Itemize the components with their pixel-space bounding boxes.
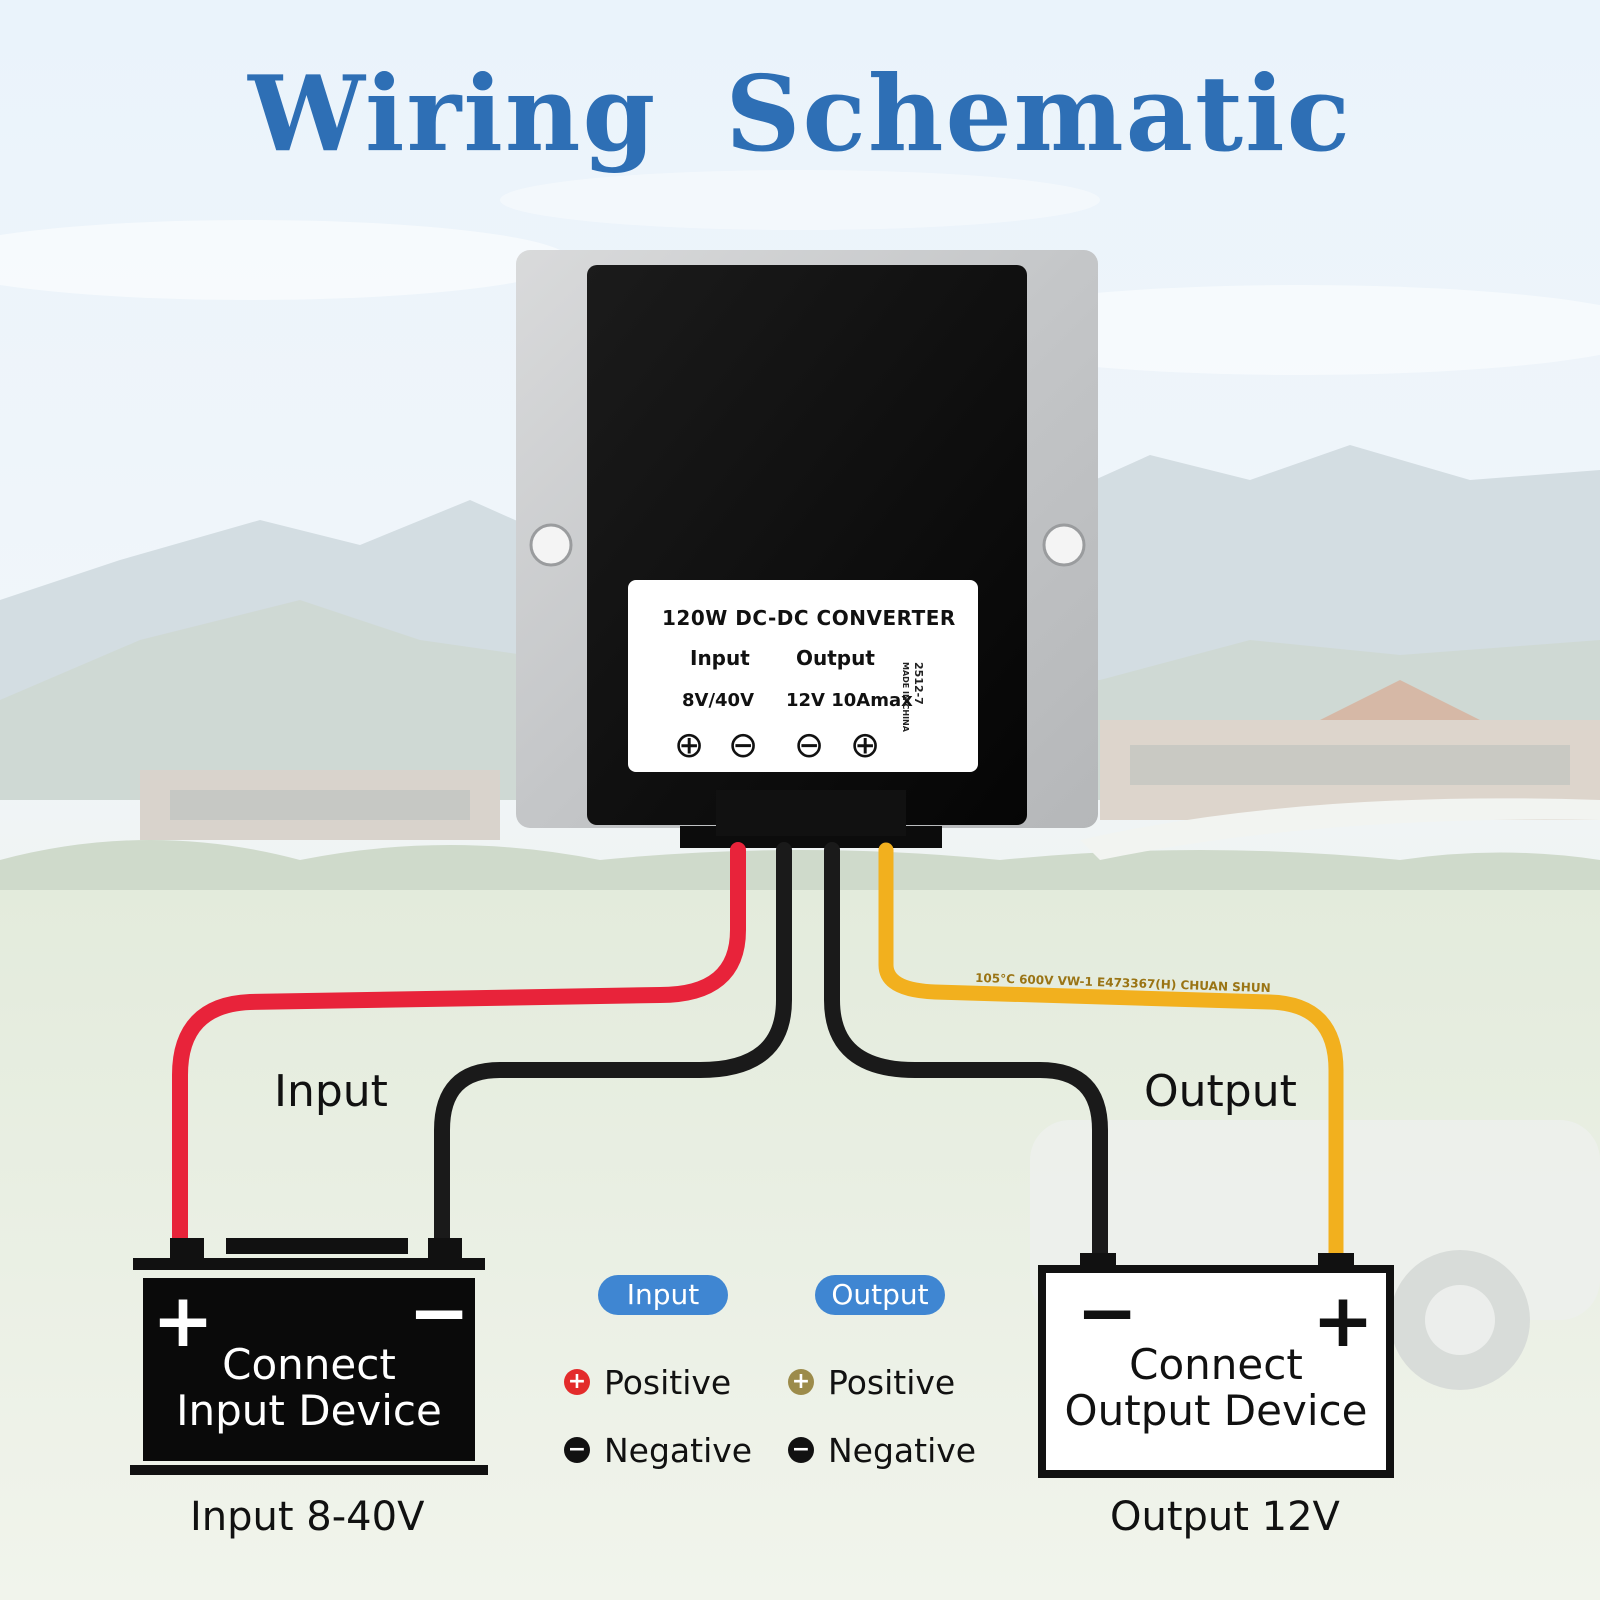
label-output-rating: 12V 10Amax — [786, 690, 913, 711]
input-device-line2: Input Device — [176, 1386, 442, 1435]
input-voltage-label: Input 8-40V — [190, 1494, 425, 1540]
input-battery-plus-icon: + — [152, 1278, 215, 1364]
output-wire-label: Output — [1144, 1066, 1297, 1117]
label-output-heading: Output — [796, 646, 875, 670]
input-positive-dot-icon: + — [564, 1369, 590, 1395]
converter-label: 120W DC-DC CONVERTER Input Output 8V/40V… — [628, 580, 978, 772]
origin-mark: MADE IN CHINA — [901, 662, 910, 732]
output-battery-minus-icon: − — [1076, 1270, 1139, 1356]
output-positive-terminal-icon: ⊕ — [850, 725, 881, 766]
output-battery-plus-icon: + — [1312, 1278, 1375, 1364]
legend-input-positive-text: Positive — [604, 1362, 732, 1402]
output-positive-dot-icon: + — [788, 1369, 814, 1395]
label-input-range: 8V/40V — [682, 690, 755, 711]
legend-output-negative: − Negative — [788, 1430, 976, 1470]
input-device-line1: Connect — [222, 1340, 396, 1389]
legend-output-positive: + Positive — [788, 1362, 955, 1402]
input-negative-terminal-icon: ⊖ — [728, 725, 759, 766]
legend-output-positive-text: Positive — [828, 1362, 956, 1402]
legend-input-negative-text: Negative — [604, 1430, 753, 1470]
converter-name: 120W DC-DC CONVERTER — [662, 606, 956, 630]
legend-output-pill: Output — [815, 1275, 945, 1315]
input-wire-label: Input — [274, 1066, 388, 1117]
output-negative-terminal-icon: ⊖ — [794, 725, 825, 766]
page-title: Wiring Schematic — [248, 52, 1352, 175]
legend-output-negative-text: Negative — [828, 1430, 977, 1470]
input-battery-minus-icon: − — [408, 1270, 471, 1356]
output-device-line2: Output Device — [1064, 1386, 1368, 1435]
output-negative-dot-icon: − — [788, 1437, 814, 1463]
legend-input-pill: Input — [598, 1275, 728, 1315]
model-number: 2512-7 — [912, 662, 925, 705]
output-device-text: Connect Output Device — [1046, 1342, 1386, 1434]
label-model-number: 2512-7 MADE IN CHINA — [899, 662, 925, 732]
legend-input-positive: + Positive — [564, 1362, 731, 1402]
label-input-heading: Input — [690, 646, 750, 670]
input-positive-terminal-icon: ⊕ — [674, 725, 705, 766]
input-negative-dot-icon: − — [564, 1437, 590, 1463]
input-device-text: Connect Input Device — [143, 1342, 475, 1434]
output-voltage-label: Output 12V — [1110, 1494, 1340, 1540]
output-device-line1: Connect — [1129, 1340, 1303, 1389]
legend-input-negative: − Negative — [564, 1430, 752, 1470]
